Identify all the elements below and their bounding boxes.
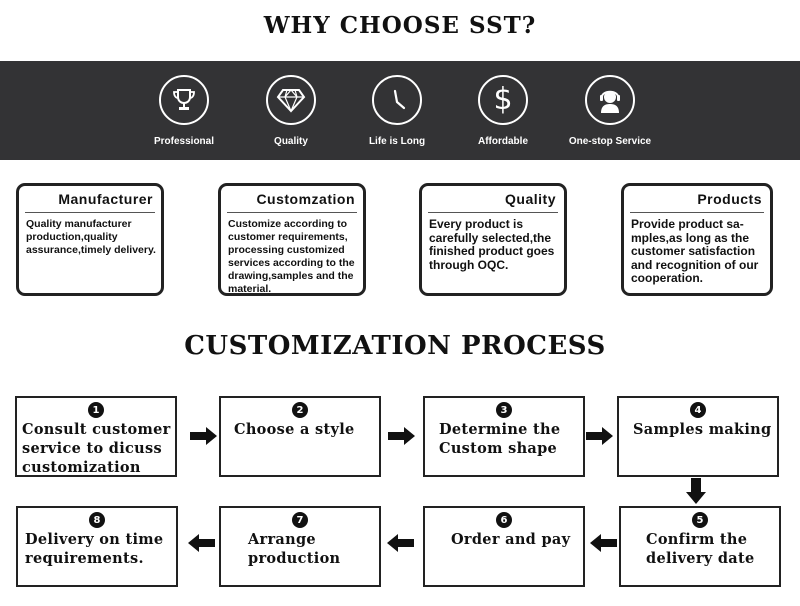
- step-text: Confirm the delivery date: [646, 531, 755, 567]
- feature-label: Quality: [274, 136, 308, 147]
- card-body: Quality manufacturer production,quality …: [26, 218, 156, 256]
- step-number: 6: [496, 512, 512, 528]
- arrow-left-icon: [188, 534, 215, 552]
- process-step-6: 6 Order and pay: [423, 506, 585, 587]
- card-title: Quality: [505, 191, 556, 207]
- page-title: WHY CHOOSE SST?: [263, 12, 537, 39]
- step-text: Choose a style: [234, 421, 355, 438]
- step-text: Consult customer service to dicuss custo…: [22, 421, 171, 476]
- card-customization: Customzation Customize according to cust…: [218, 183, 366, 296]
- card-divider: [428, 212, 558, 213]
- headset-agent-icon: [585, 75, 635, 125]
- diamond-icon: [266, 75, 316, 125]
- arrow-down-icon: [686, 478, 706, 504]
- feature-label: Professional: [153, 136, 215, 147]
- process-step-2: 2 Choose a style: [219, 396, 381, 477]
- card-body: Customize according to customer requirem…: [228, 218, 355, 295]
- process-step-8: 8 Delivery on time requirements.: [16, 506, 178, 587]
- feature-label: Affordable: [478, 136, 528, 147]
- process-step-4: 4 Samples making: [617, 396, 779, 477]
- arrow-right-icon: [586, 427, 613, 445]
- step-number: 4: [690, 402, 706, 418]
- card-products: Products Provide product sa- mples,as lo…: [621, 183, 773, 296]
- card-title: Customzation: [256, 191, 355, 207]
- process-step-5: 5 Confirm the delivery date: [619, 506, 781, 587]
- step-number: 8: [89, 512, 105, 528]
- process-step-7: 7 Arrange production: [219, 506, 381, 587]
- feature-one-stop: One-stop Service: [555, 75, 665, 147]
- card-divider: [630, 212, 764, 213]
- step-text: Arrange production: [248, 531, 341, 567]
- card-divider: [25, 212, 155, 213]
- step-text: Delivery on time requirements.: [25, 531, 164, 567]
- process-step-1: 1 Consult customer service to dicuss cus…: [15, 396, 177, 477]
- feature-life: Life is Long: [342, 75, 452, 147]
- step-number: 3: [496, 402, 512, 418]
- arrow-right-icon: [190, 427, 217, 445]
- step-text: Determine the Custom shape: [439, 421, 561, 457]
- card-title: Products: [697, 191, 762, 207]
- card-manufacturer: Manufacturer Quality manufacturer produc…: [16, 183, 164, 296]
- process-title: CUSTOMIZATION PROCESS: [184, 331, 606, 361]
- arrow-left-icon: [387, 534, 414, 552]
- feature-label: Life is Long: [368, 136, 426, 147]
- card-divider: [227, 212, 357, 213]
- features-band: Professional Quality Life is Long $ Affo…: [0, 61, 800, 160]
- clock-icon: [372, 75, 422, 125]
- arrow-right-icon: [388, 427, 415, 445]
- process-step-3: 3 Determine the Custom shape: [423, 396, 585, 477]
- step-text: Order and pay: [451, 531, 571, 548]
- arrow-left-icon: [590, 534, 617, 552]
- step-number: 7: [292, 512, 308, 528]
- feature-quality: Quality: [236, 75, 346, 147]
- card-title: Manufacturer: [58, 191, 153, 207]
- step-text: Samples making: [633, 421, 772, 438]
- dollar-icon: $: [478, 75, 528, 125]
- step-number: 1: [88, 402, 104, 418]
- feature-affordable: $ Affordable: [448, 75, 558, 147]
- step-number: 2: [292, 402, 308, 418]
- feature-professional: Professional: [129, 75, 239, 147]
- feature-label: One-stop Service: [568, 136, 652, 147]
- trophy-icon: [159, 75, 209, 125]
- card-quality: Quality Every product is carefully selec…: [419, 183, 567, 296]
- step-number: 5: [692, 512, 708, 528]
- card-body: Provide product sa- mples,as long as the…: [631, 217, 759, 285]
- card-body: Every product is carefully selected,the …: [429, 217, 555, 272]
